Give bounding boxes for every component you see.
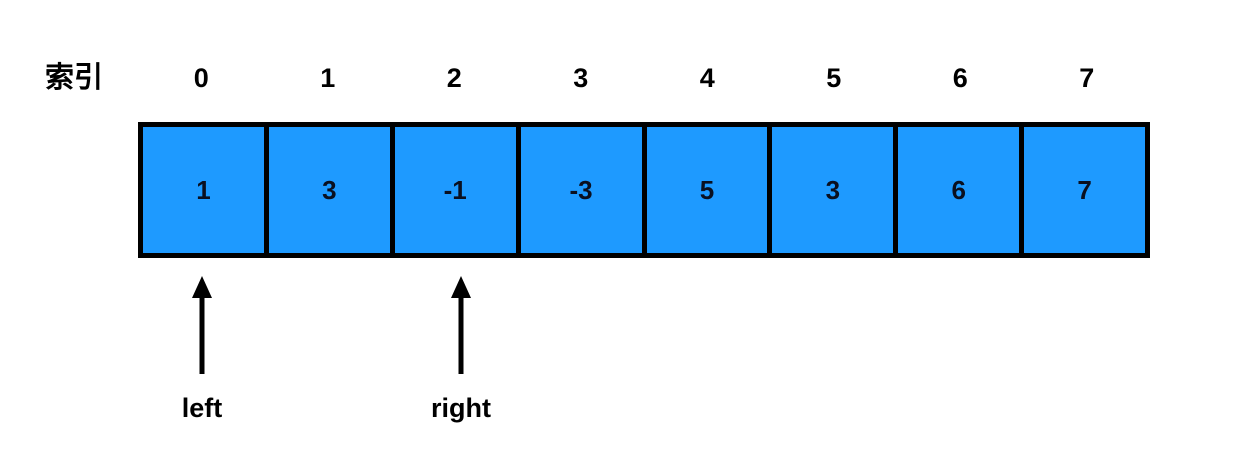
- array-cell-3: -3: [520, 127, 647, 253]
- pointer-right-label: right: [431, 393, 491, 423]
- arrow-up-icon: [192, 276, 212, 374]
- index-label-0: 0: [193, 63, 209, 93]
- array-cell-4: 5: [646, 127, 773, 253]
- arrow-up-icon: [451, 276, 471, 374]
- array-cell-7: 7: [1024, 127, 1145, 253]
- index-row: 0 1 2 3 4 5 6 7: [138, 60, 1150, 96]
- index-label-4: 4: [699, 63, 715, 93]
- index-label-5: 5: [826, 63, 842, 93]
- pointer-right: right: [381, 274, 541, 424]
- array-cell-1: 3: [268, 127, 395, 253]
- array-cell-6: 6: [898, 127, 1025, 253]
- index-label-1: 1: [320, 63, 336, 93]
- pointer-left: left: [122, 274, 282, 424]
- array-cell-2: -1: [394, 127, 521, 253]
- array-container: 1 3 -1 -3 5 3 6 7: [138, 122, 1150, 258]
- index-label-6: 6: [952, 63, 968, 93]
- pointer-left-label: left: [181, 393, 223, 423]
- index-label-7: 7: [1079, 63, 1095, 93]
- index-row-label: 索引: [45, 62, 104, 94]
- index-label-2: 2: [446, 63, 462, 93]
- index-label-3: 3: [573, 63, 589, 93]
- array-cell-0: 1: [143, 127, 269, 253]
- array-cell-5: 3: [772, 127, 899, 253]
